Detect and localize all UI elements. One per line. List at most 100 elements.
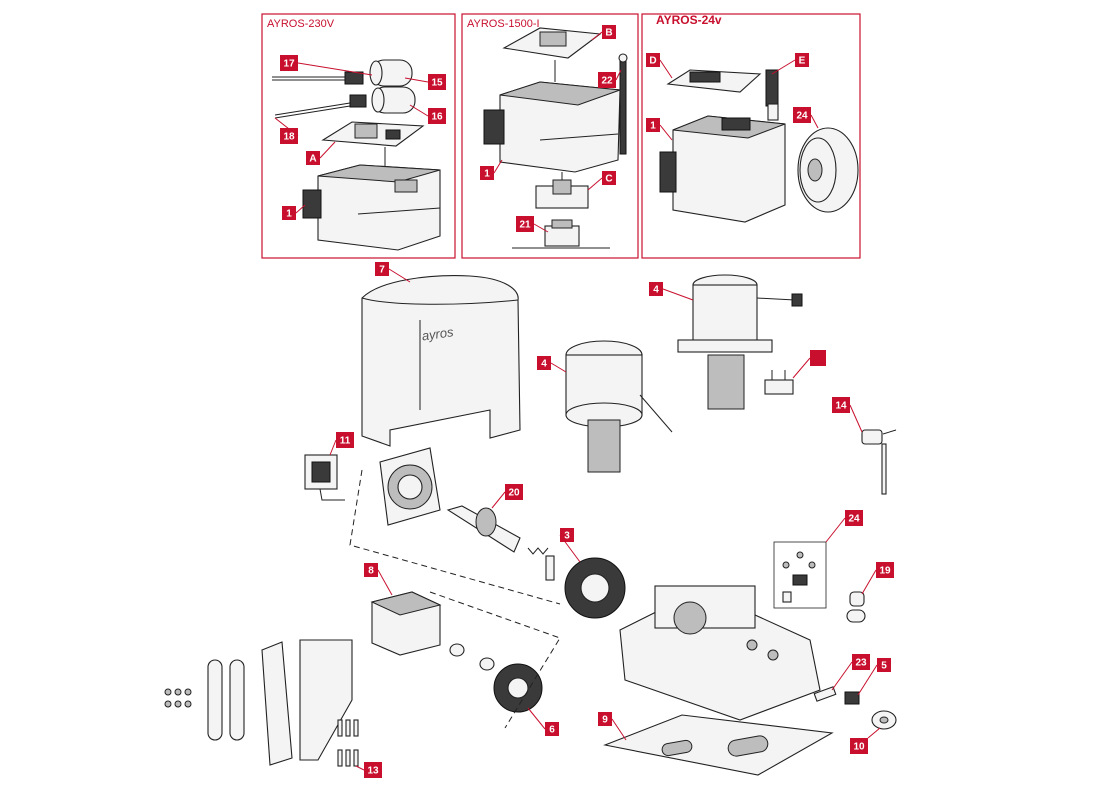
motor-housing-1-230v-drawing (302, 164, 441, 251)
callout-leader-line (861, 569, 877, 595)
callout-tag: 4 (537, 356, 567, 373)
callout-leader-line (857, 664, 878, 696)
callout-tag-label: 24 (848, 514, 860, 525)
screw-23-drawing (813, 686, 837, 702)
callout-tag: 23 (831, 654, 870, 691)
callout-tag-label: 13 (367, 766, 379, 777)
callout-tag-box (516, 216, 534, 232)
gear-flange-drawing (379, 447, 441, 526)
sensor-21-drawing (512, 219, 610, 249)
callout-leader-line (659, 59, 673, 79)
alignment-line-lower (429, 591, 561, 729)
callout-tag-box (793, 107, 811, 123)
key-19-drawing (846, 591, 866, 623)
callout-tag-box (364, 762, 382, 778)
spring-and-key-drawing (527, 547, 555, 581)
callout-tag: 3 (559, 528, 581, 563)
callout-tag-box (832, 397, 850, 413)
callout-tag-box (280, 128, 298, 144)
limit-switch-11-drawing (304, 454, 345, 501)
callout-leader-line (611, 718, 627, 741)
callout-tag: 17 (280, 55, 373, 76)
base-plate-9-drawing (603, 714, 834, 776)
callout-tag-label: 19 (879, 566, 891, 577)
brand-logo: ayros (421, 324, 455, 343)
callout-leader-line (319, 141, 336, 159)
panel-title-230v: AYROS-230V (267, 18, 335, 30)
callout-tag-label: 24 (796, 111, 808, 122)
callout-leader-line (810, 114, 819, 129)
callout-tag-box (505, 484, 523, 500)
callout-tag-label: 20 (508, 488, 520, 499)
callout-tag-label: 23 (855, 658, 867, 669)
callout-leader-line (771, 59, 796, 75)
callout-tag: D (646, 53, 673, 79)
callout-tag: 15 (404, 74, 446, 90)
callout-tag-label: 3 (564, 531, 570, 542)
callout-tag-box (428, 108, 446, 124)
callout-leader-line (491, 491, 506, 509)
callout-leader-line (377, 569, 393, 596)
callout-tag-box (306, 151, 320, 165)
washer-10-drawing (871, 710, 897, 730)
gear-3-drawing (564, 557, 626, 619)
tape-roll-24-drawing (797, 127, 859, 213)
motor-housing-1-24v-drawing (659, 115, 786, 223)
callout-tag: 13 (355, 762, 382, 778)
motor-4-right-drawing (677, 274, 803, 410)
callout-leader-line (404, 77, 429, 83)
callout-tag-box (375, 262, 389, 276)
callout-tag-label: 10 (853, 742, 865, 753)
callout-tag-label: 21 (519, 220, 531, 231)
callout-tag: 16 (409, 104, 446, 124)
panel-frame-1500 (461, 13, 639, 259)
callout-tag: 1 (646, 118, 673, 141)
callout-tag-label: 4 (653, 285, 659, 296)
callout-tag-label: 16 (431, 112, 443, 123)
callout-tag-label: A (309, 154, 316, 165)
callout-tag: 18 (274, 117, 299, 144)
callout-tag: 14 (832, 397, 863, 433)
callout-tag-label: 15 (431, 78, 443, 89)
alignment-line-upper (349, 469, 561, 605)
washers-and-gear-6-drawing (449, 643, 543, 713)
nut-5-drawing (844, 691, 860, 705)
control-board-b-drawing (502, 27, 602, 82)
callout-leader-line (329, 439, 337, 456)
callout-leader-line (295, 204, 306, 214)
callout-tag-box (876, 562, 894, 578)
callout-leader-line (388, 268, 411, 283)
callout-leader-line (297, 62, 373, 76)
callout-leader-line (849, 404, 863, 433)
callout-tag-box (480, 166, 494, 180)
callout-leader-line (550, 362, 567, 373)
callout-tag-label: 22 (601, 76, 613, 87)
callout-tag-label: 5 (881, 661, 887, 672)
cable-18-drawing (274, 94, 367, 119)
cover-7-drawing: ayros (361, 275, 521, 447)
callout-tag-label: 1 (484, 169, 490, 180)
panel-title-1500: AYROS-1500-I (467, 18, 540, 30)
callout-leader-line (527, 707, 546, 730)
base-housing-drawing (619, 585, 821, 721)
callout-tag: C (587, 171, 616, 191)
callout-leader-line (493, 159, 503, 174)
callout-tag-label: 7 (379, 265, 385, 276)
callout-tag-label: E (799, 56, 806, 67)
callout-tag: 10 (850, 727, 881, 754)
callout-tag-box (649, 282, 663, 296)
callout-tag: 4 (649, 282, 694, 301)
callout-tag: 19 (861, 562, 894, 595)
callout-tag-label: B (605, 28, 612, 39)
callout-leader-line (591, 31, 603, 41)
callout-tag-label: 1 (650, 121, 656, 132)
callout-tag-box (877, 658, 891, 672)
callout-leader-line (792, 357, 811, 379)
callout-tag-box (282, 206, 296, 220)
callout-tag: 24 (825, 510, 863, 543)
sensor-14-drawing (861, 429, 897, 495)
panel-title-24v: AYROS-24v (656, 13, 722, 27)
callout-tag-box (850, 738, 868, 754)
cover-8-drawing (370, 591, 442, 656)
